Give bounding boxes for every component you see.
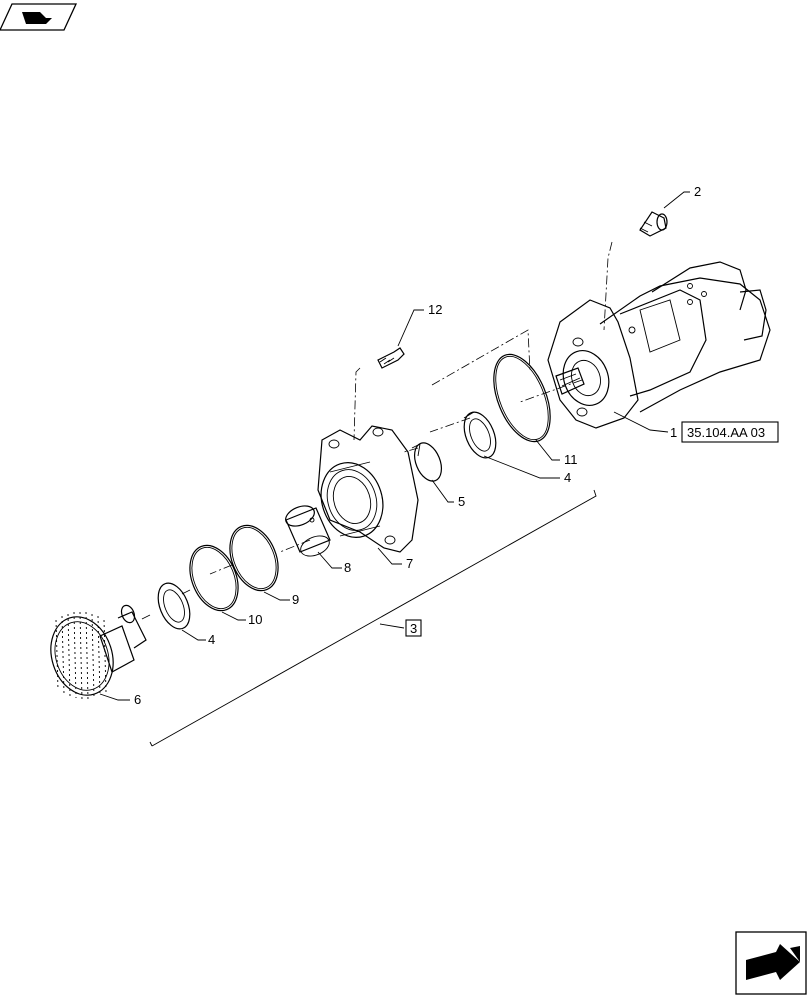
thrust-washer-part-4-lower xyxy=(157,582,191,630)
bushing-part-8 xyxy=(285,505,331,557)
flange-housing-part-7 xyxy=(317,425,419,553)
reference-box[interactable]: 35.104.AA 03 xyxy=(681,421,779,443)
leader-lines xyxy=(99,191,690,701)
label-part-12: 12 xyxy=(428,302,442,317)
o-ring-part-10 xyxy=(189,544,239,612)
circlip-part-5 xyxy=(411,442,443,482)
reference-label: 35.104.AA 03 xyxy=(687,425,765,440)
bolt-part-12 xyxy=(377,347,405,369)
o-ring-part-11-inner xyxy=(495,355,549,441)
label-part-8: 8 xyxy=(344,560,351,575)
o-ring-part-9-inner xyxy=(231,526,277,590)
o-ring-part-9 xyxy=(229,524,279,592)
o-ring-part-10-inner xyxy=(191,546,237,610)
screw-part-2 xyxy=(639,211,668,237)
label-part-4-upper: 4 xyxy=(564,470,571,485)
hydraulic-pump-part-1 xyxy=(547,261,771,429)
label-part-6: 6 xyxy=(134,692,141,707)
o-ring-part-11 xyxy=(493,353,551,443)
label-part-2: 2 xyxy=(694,184,701,199)
label-part-3: 3 xyxy=(410,621,417,636)
group-bracket-part-3 xyxy=(149,489,597,747)
label-part-7: 7 xyxy=(406,556,413,571)
label-part-1: 1 xyxy=(670,425,677,440)
label-part-10: 10 xyxy=(248,612,262,627)
alignment-axis xyxy=(139,379,583,621)
gear-shaft-part-6 xyxy=(50,604,147,701)
book-nav-icon[interactable] xyxy=(0,3,78,31)
label-part-9: 9 xyxy=(292,592,299,607)
label-part-4-lower: 4 xyxy=(208,632,215,647)
label-part-5: 5 xyxy=(458,494,465,509)
bolt-axis-left xyxy=(353,329,531,441)
group-label-box-part-3: 3 xyxy=(405,619,422,637)
next-page-arrow-icon[interactable] xyxy=(735,931,807,995)
thrust-washer-part-4-upper xyxy=(463,411,497,459)
label-part-11: 11 xyxy=(564,452,578,467)
